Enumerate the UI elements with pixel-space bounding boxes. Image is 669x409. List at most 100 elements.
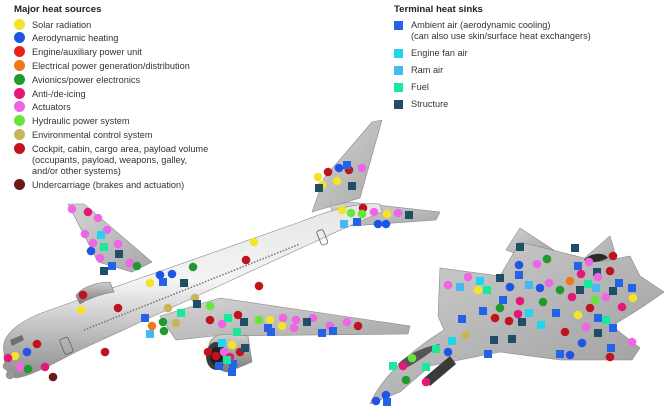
sink-marker-ambient xyxy=(229,360,237,368)
source-marker-actuators xyxy=(113,239,123,249)
circle-marker-icon xyxy=(14,87,25,99)
source-marker-actuators xyxy=(15,362,25,372)
sink-marker-structure xyxy=(571,244,579,252)
source-marker-actuators xyxy=(593,272,603,282)
sink-marker-ram xyxy=(592,284,600,292)
heat-markers xyxy=(2,161,638,406)
legend-label: Electrical power generation/distribution xyxy=(32,60,190,71)
sink-marker-fuel xyxy=(223,356,231,364)
source-marker-ecs xyxy=(461,330,471,340)
source-marker-cockpit xyxy=(233,310,243,320)
source-marker-cockpit xyxy=(203,347,213,357)
source-marker-aero xyxy=(381,219,391,229)
legend-label-group: Structure xyxy=(411,99,448,110)
sink-marker-fan xyxy=(218,339,226,347)
sink-marker-ambient xyxy=(556,350,564,358)
source-marker-cockpit xyxy=(323,167,333,177)
airliner-door-front xyxy=(59,336,74,355)
sink-marker-fuel xyxy=(483,286,491,294)
sink-marker-ambient xyxy=(515,271,523,279)
sink-marker-ram xyxy=(456,283,464,291)
sink-marker-fan xyxy=(537,321,545,329)
sink-marker-structure xyxy=(518,318,526,326)
source-marker-cockpit xyxy=(32,339,42,349)
sink-marker-structure xyxy=(490,336,498,344)
legend-label-group: Ram air xyxy=(411,65,443,76)
sink-marker-structure xyxy=(303,318,311,326)
source-marker-antiice xyxy=(617,302,627,312)
airliner-far-engine xyxy=(75,281,115,305)
source-marker-actuators xyxy=(544,278,554,288)
legend-item-cockpit: Cockpit, cabin, cargo area, payload volu… xyxy=(14,142,214,177)
source-marker-avionics xyxy=(495,303,505,313)
legend-item-structure: Structure xyxy=(394,99,634,110)
sink-marker-ram xyxy=(525,281,533,289)
source-marker-solar xyxy=(76,305,86,315)
sink-marker-ambient xyxy=(353,218,361,226)
source-marker-ambient xyxy=(5,370,15,380)
circle-marker-icon xyxy=(14,59,25,71)
legend-label: Actuators xyxy=(32,102,71,113)
sink-marker-ambient xyxy=(343,161,351,169)
legend-item-engine: Engine/auxiliary power unit xyxy=(14,46,214,58)
sink-marker-ambient xyxy=(479,307,487,315)
source-marker-actuators xyxy=(581,322,591,332)
legend-item-solar: Solar radiation xyxy=(14,18,214,31)
airliner-door-rear xyxy=(316,229,329,246)
sink-marker-structure xyxy=(100,267,108,275)
source-marker-avionics xyxy=(132,261,142,271)
sink-marker-ambient xyxy=(615,279,623,287)
legend-item-ambient: Ambient air (aerodynamic cooling)(can al… xyxy=(394,20,634,42)
source-marker-avionics xyxy=(401,375,411,385)
source-marker-aero xyxy=(514,260,524,270)
sink-marker-fuel xyxy=(233,328,241,336)
legend-item-fan: Engine fan air xyxy=(394,48,634,59)
heat-sinks-list: Ambient air (aerodynamic cooling)(can al… xyxy=(394,20,634,110)
circle-marker-icon xyxy=(14,73,25,85)
source-marker-solar xyxy=(10,351,20,361)
source-marker-aero xyxy=(565,350,575,360)
sink-marker-ram xyxy=(340,220,348,228)
sink-marker-structure xyxy=(348,182,356,190)
sink-marker-ambient xyxy=(215,362,223,370)
source-marker-antiice xyxy=(576,269,586,279)
legend-label: Aerodynamic heating xyxy=(32,33,119,44)
source-marker-solar xyxy=(313,172,323,182)
source-marker-cockpit xyxy=(211,351,221,361)
legend-label: Ram air xyxy=(411,64,444,75)
sink-marker-fuel xyxy=(100,243,108,251)
sink-marker-fuel xyxy=(432,345,440,353)
source-marker-solar xyxy=(145,278,155,288)
sink-marker-structure xyxy=(315,184,323,192)
sink-marker-structure xyxy=(496,274,504,282)
source-marker-cockpit xyxy=(241,255,251,265)
legend-label: Engine/auxiliary power unit xyxy=(32,47,142,58)
sink-marker-structure xyxy=(593,268,601,276)
circle-marker-icon xyxy=(14,115,25,127)
source-marker-cockpit xyxy=(504,316,514,326)
sink-marker-fuel xyxy=(177,309,185,317)
sink-marker-fan xyxy=(97,231,105,239)
sink-marker-fuel xyxy=(584,280,592,288)
legend-item-undercarriage: Undercarriage (brakes and actuation) xyxy=(14,178,214,191)
sink-marker-structure xyxy=(576,286,584,294)
legend-sublabel: (can also use skin/surface heat exchange… xyxy=(411,30,591,41)
source-marker-aero xyxy=(155,270,165,280)
source-marker-hydraulic xyxy=(590,295,600,305)
source-marker-avionics xyxy=(538,297,548,307)
source-marker-undercarriage xyxy=(48,372,58,382)
source-marker-aero xyxy=(167,269,177,279)
source-marker-actuators xyxy=(67,204,77,214)
source-marker-solar xyxy=(265,315,275,325)
sink-marker-ambient xyxy=(607,344,615,352)
source-marker-antiice xyxy=(515,296,525,306)
heat-sinks-title: Terminal heat sinks xyxy=(394,4,483,15)
sink-marker-ambient xyxy=(594,314,602,322)
source-marker-solar xyxy=(382,209,392,219)
source-marker-cockpit xyxy=(605,352,615,362)
legend-label: Ambient air (aerodynamic cooling) xyxy=(411,19,551,30)
legend-item-ram: Ram air xyxy=(394,65,634,76)
source-marker-hydraulic xyxy=(254,315,264,325)
source-marker-ecs xyxy=(171,318,181,328)
legend-label: Fuel xyxy=(411,81,429,92)
